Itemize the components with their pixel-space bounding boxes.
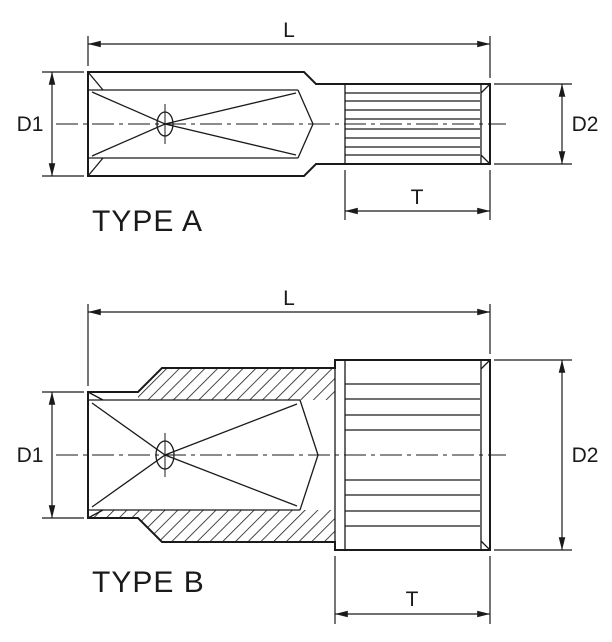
type-b-d1-label: D1 bbox=[17, 444, 44, 467]
type-a-bore-lines bbox=[87, 71, 314, 177]
type-a-length-label: L bbox=[283, 19, 295, 42]
type-b-title: TYPE B bbox=[92, 566, 205, 599]
type-b-drawing: L D1 D2 T TYPE B bbox=[17, 287, 599, 624]
type-b-top-wall-hatch bbox=[138, 368, 335, 400]
type-b-socket-profile-lines bbox=[345, 383, 480, 527]
type-b-step-lines bbox=[334, 361, 346, 549]
type-a-title: TYPE A bbox=[92, 205, 203, 238]
type-a-d1-label: D1 bbox=[17, 113, 44, 136]
type-b-bottom-wall-hatch bbox=[88, 510, 335, 542]
type-a-socket-profile-lines bbox=[345, 92, 480, 156]
type-b-t-label: T bbox=[406, 588, 419, 611]
type-a-dimension-t: T bbox=[344, 170, 491, 220]
type-a-drawing: L D1 D2 T TYPE A bbox=[17, 19, 599, 238]
type-a-d2-label: D2 bbox=[572, 113, 599, 136]
type-b-dimension-length: L bbox=[87, 287, 491, 386]
type-a-dimension-d1: D1 bbox=[17, 71, 84, 177]
type-b-socket-end-chamfer bbox=[480, 359, 491, 551]
type-a-socket-end-chamfer bbox=[480, 83, 491, 165]
type-b-bore-lines bbox=[87, 391, 319, 519]
type-a-t-label: T bbox=[411, 186, 424, 209]
type-b-dimension-d1: D1 bbox=[17, 391, 84, 519]
type-b-d2-label: D2 bbox=[572, 444, 599, 467]
type-a-dimension-length: L bbox=[87, 19, 491, 78]
type-b-dimension-t: T bbox=[334, 556, 491, 624]
type-b-length-label: L bbox=[283, 287, 295, 310]
type-a-dimension-d2: D2 bbox=[494, 83, 599, 165]
type-b-dimension-d2: D2 bbox=[494, 359, 599, 551]
